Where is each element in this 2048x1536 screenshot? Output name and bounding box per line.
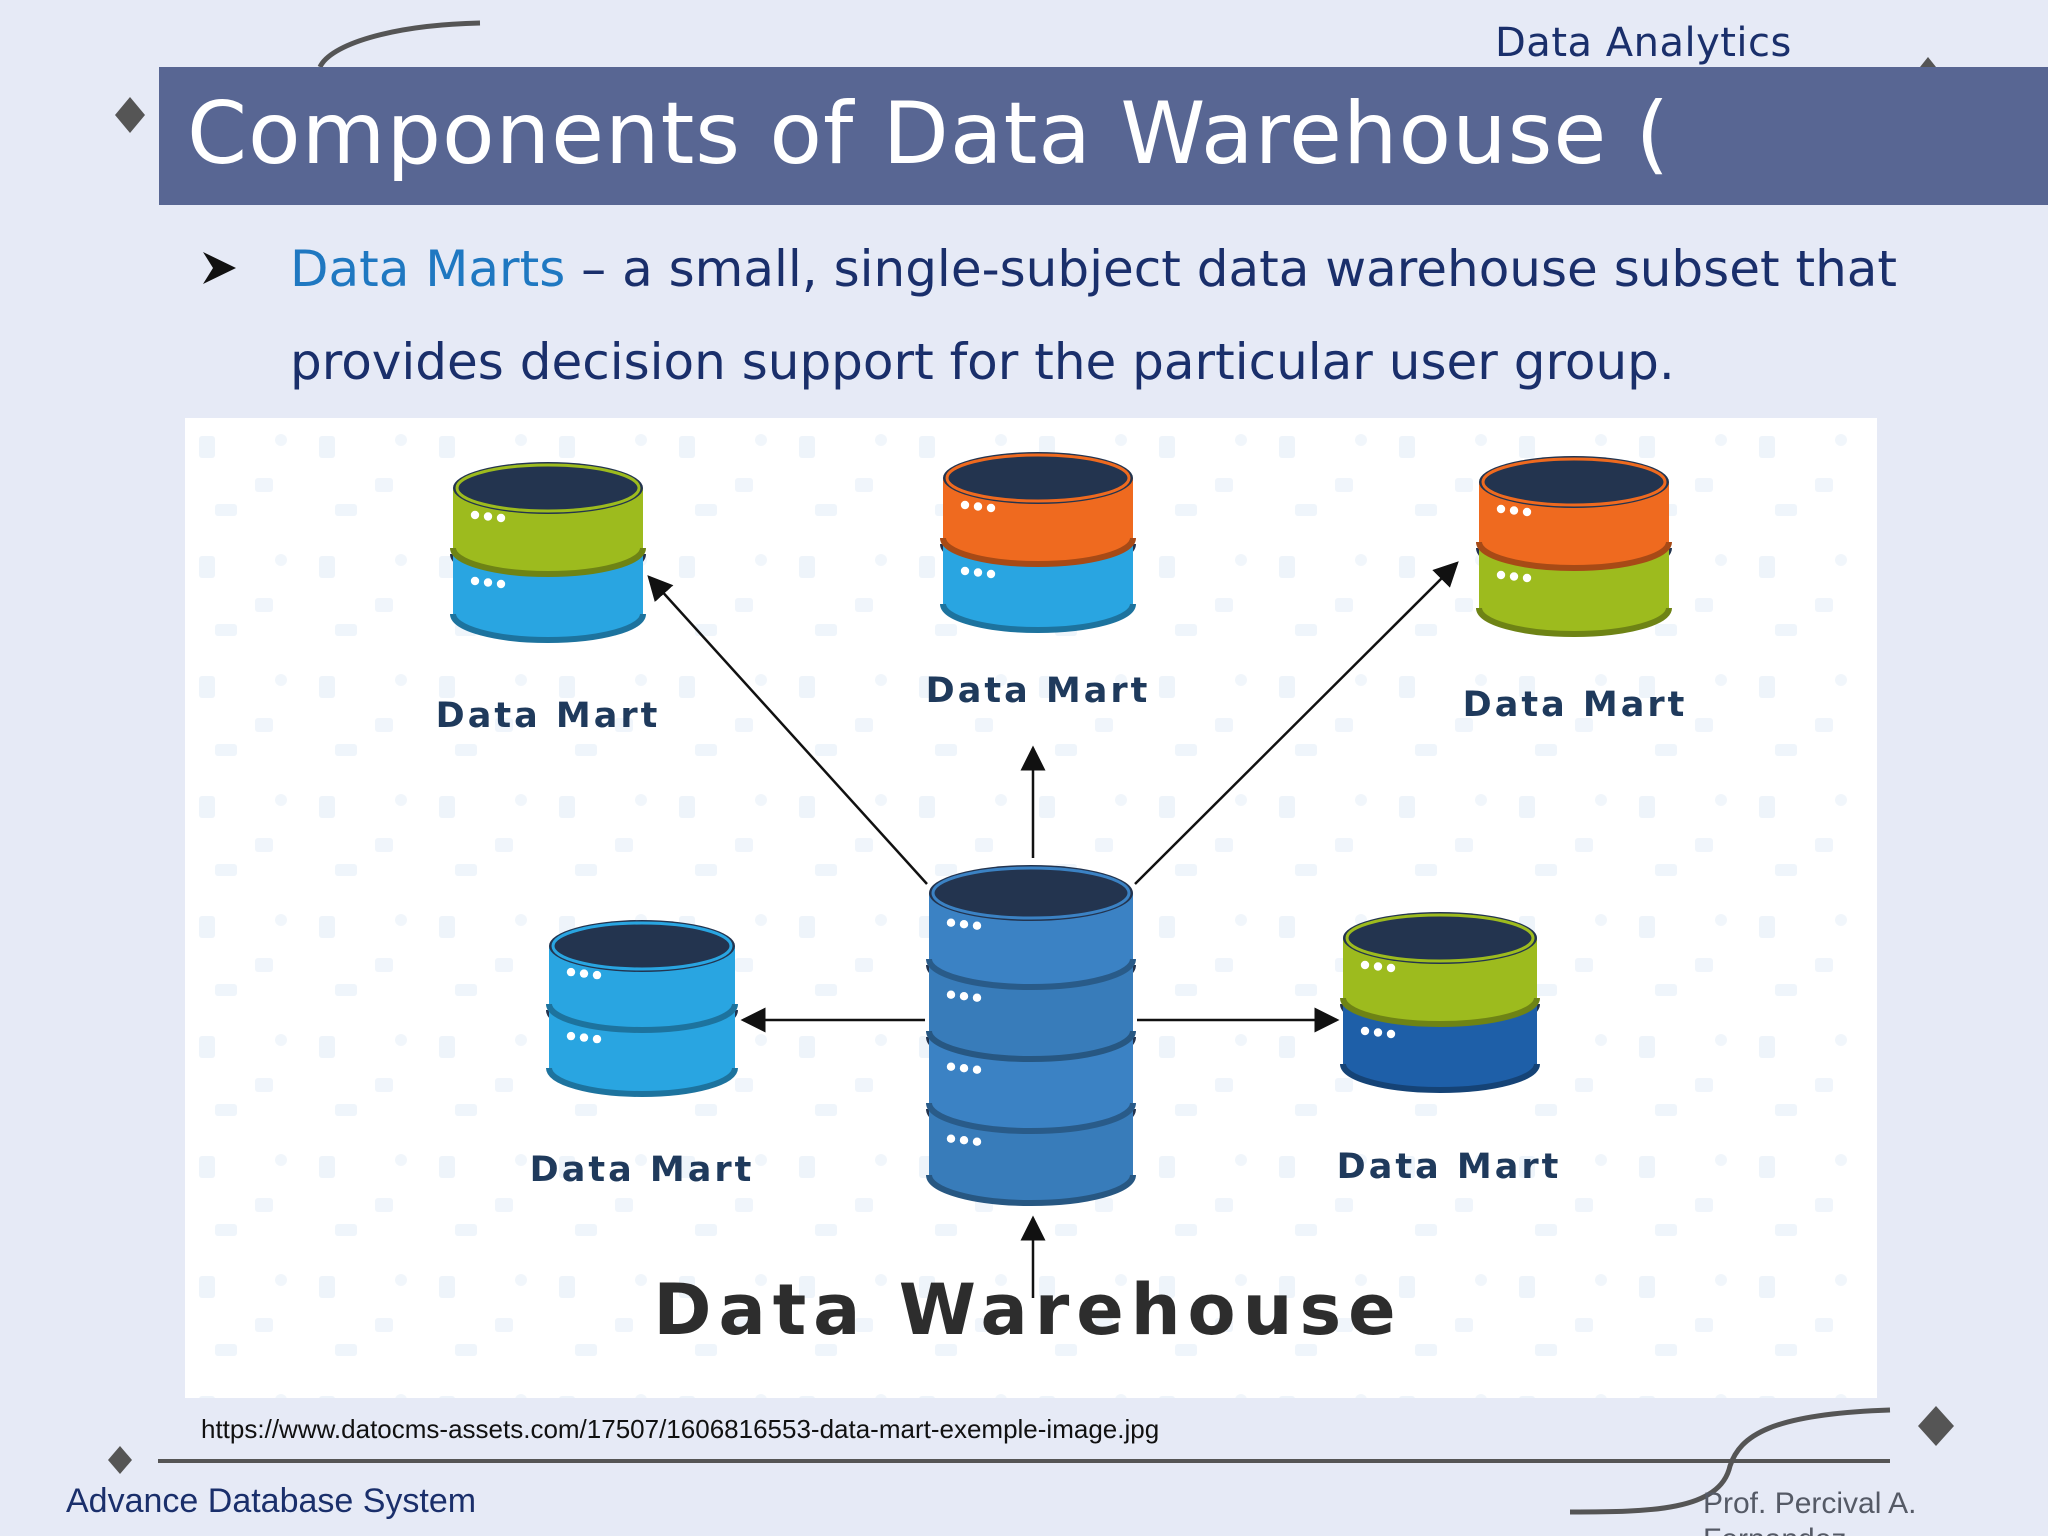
indicator-dot [592, 1034, 602, 1044]
data-mart-1-cylinder [450, 462, 646, 643]
indicator-dot [579, 969, 589, 978]
indicator-dot [579, 1033, 589, 1042]
diamond-icon [1918, 1406, 1954, 1446]
warehouse-cylinder-layer-3 [926, 1037, 1136, 1134]
data-mart-5-cylinder [1340, 912, 1540, 1093]
warehouse-cylinder-layer-2 [926, 965, 1136, 1062]
indicator-dot [470, 576, 480, 586]
data-mart-3-cylinder [1476, 456, 1672, 637]
indicator-dot [566, 967, 576, 977]
diamond-icon [108, 1446, 132, 1474]
indicator-dot [1386, 963, 1396, 973]
indicator-dot [959, 1136, 969, 1145]
indicator-dot [972, 921, 982, 930]
footer-author: Prof. Percival A. Fernandez [1703, 1487, 1917, 1536]
indicator-dot [959, 992, 969, 1001]
data-mart-1-cylinder-lid [453, 462, 643, 514]
indicator-dot [1509, 572, 1519, 581]
data-mart-5-cylinder-layer-2 [1340, 1004, 1540, 1093]
decor-top-left [115, 20, 481, 133]
data-mart-3-cylinder-layer-2 [1476, 548, 1672, 637]
mart-label-5: Data Mart [1337, 1147, 1562, 1187]
bullet-term: Data Marts [290, 240, 566, 298]
indicator-dot [946, 918, 956, 927]
title-bar [159, 67, 2048, 205]
data-mart-3-cylinder-lid [1479, 456, 1669, 508]
indicator-dot [972, 1137, 982, 1146]
bullet-line-1: Data Marts – a small, single-subject dat… [290, 240, 1897, 298]
indicator-dot [566, 1031, 576, 1041]
data-mart-diagram: Data Mart Data Mart Data Mart Data Mart … [185, 418, 1877, 1398]
indicator-dot [960, 500, 970, 510]
diagram-canvas: Data Mart Data Mart Data Mart Data Mart … [185, 418, 1877, 1398]
indicator-dot [1509, 506, 1519, 515]
indicator-dot [1496, 504, 1506, 514]
bullet-definition-1: – a small, single-subject data warehouse… [565, 240, 1898, 298]
indicator-dot [973, 502, 983, 511]
indicator-dot [1360, 1026, 1370, 1036]
flow-arrow-3 [1134, 561, 1459, 885]
mart-label-3: Data Mart [1463, 685, 1688, 725]
indicator-dot [1360, 960, 1370, 970]
indicator-dot [946, 990, 956, 999]
warehouse-cylinder [926, 865, 1136, 1206]
indicator-dot [592, 970, 602, 980]
data-mart-2-cylinder [940, 452, 1136, 633]
indicator-dot [1522, 507, 1532, 517]
flow-arrow-1 [647, 575, 928, 885]
mart-label-1: Data Mart [436, 696, 661, 736]
arrows-group [647, 561, 1459, 1298]
warehouse-group [926, 865, 1136, 1206]
indicator-dot [946, 1062, 956, 1071]
arrow-bullet-icon [203, 252, 236, 284]
diamond-icon [115, 97, 145, 133]
indicator-dot [470, 510, 480, 520]
mart-label-4: Data Mart [530, 1150, 755, 1190]
indicator-dot [960, 566, 970, 576]
indicator-dot [1373, 962, 1383, 971]
indicator-dot [986, 569, 996, 579]
indicator-dot [1373, 1028, 1383, 1037]
warehouse-label: Data Warehouse [653, 1269, 1402, 1351]
indicator-dot [946, 1134, 956, 1143]
data-mart-2-cylinder-layer-2 [940, 544, 1136, 633]
data-mart-4-cylinder [546, 920, 738, 1097]
indicator-dot [1386, 1029, 1396, 1039]
image-source-caption: https://www.datocms-assets.com/17507/160… [201, 1414, 1160, 1444]
indicator-dot [496, 579, 506, 589]
indicator-dot [1496, 570, 1506, 580]
warehouse-cylinder-lid [929, 865, 1133, 921]
bullet-line-2: provides decision support for the partic… [290, 333, 1675, 391]
indicator-dot [973, 568, 983, 577]
indicator-dot [496, 513, 506, 523]
indicator-dot [483, 578, 493, 587]
indicator-dot [483, 512, 493, 521]
data-mart-2-cylinder-lid [943, 452, 1133, 504]
warehouse-cylinder-layer-4 [926, 1109, 1136, 1206]
indicator-dot [972, 993, 982, 1002]
indicator-dot [986, 503, 996, 513]
marts-group [450, 452, 1672, 1097]
indicator-dot [972, 1065, 982, 1074]
page-title: Components of Data Warehouse ( [187, 84, 1671, 184]
data-mart-4-cylinder-lid [549, 920, 735, 972]
indicator-dot [959, 920, 969, 929]
mart-label-2: Data Mart [926, 671, 1151, 711]
data-mart-5-cylinder-lid [1343, 912, 1537, 964]
decor-bottom [108, 1406, 1954, 1515]
indicator-dot [1522, 573, 1532, 583]
course-topic: Data Analytics [1495, 20, 1792, 66]
footer-course: Advance Database System [66, 1482, 477, 1520]
decor-top-right [1920, 57, 1936, 67]
data-mart-4-cylinder-layer-2 [546, 1010, 738, 1097]
data-mart-1-cylinder-layer-2 [450, 554, 646, 643]
indicator-dot [959, 1064, 969, 1073]
